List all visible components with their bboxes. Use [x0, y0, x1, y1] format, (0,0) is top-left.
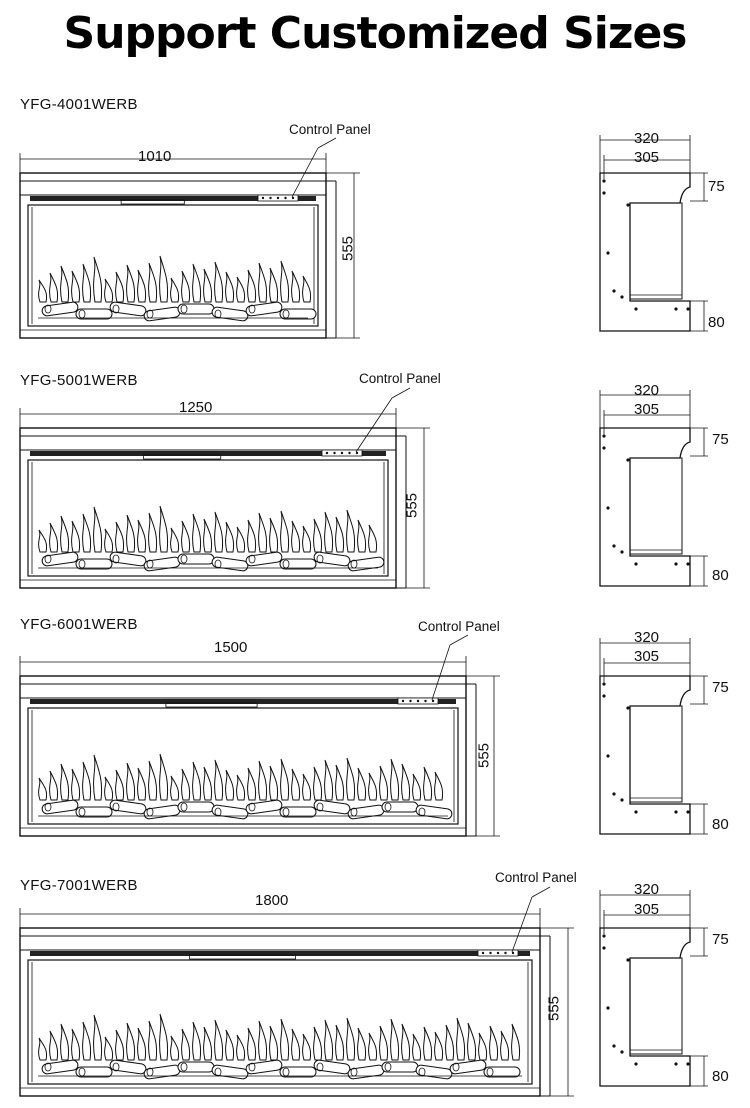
flames: [38, 753, 444, 801]
depth-inner-dimension: 305: [634, 401, 660, 418]
outer-frame: [19, 927, 541, 1097]
model-name: YFG-7001WERB: [20, 877, 138, 894]
depth-outer-dimension: 320: [634, 881, 660, 898]
light-bar: [120, 199, 185, 205]
front-view-3: [19, 634, 500, 837]
outer-frame: [19, 172, 327, 339]
depth-inner-dimension: 305: [634, 901, 660, 918]
top-trim: [19, 180, 327, 196]
model-name: YFG-6001WERB: [20, 616, 138, 633]
model-section-2: YFG-5001WERB Control Panel 1250 555 320 …: [20, 371, 729, 584]
depth-outer-dimension: 320: [634, 130, 660, 147]
side-firebox: [629, 957, 683, 1055]
light-bar: [189, 954, 297, 960]
outer-frame: [19, 675, 467, 837]
side-view-1: [599, 135, 708, 332]
page-title: Support Customized Sizes: [63, 8, 688, 59]
control-panel-label: Control Panel: [418, 619, 500, 634]
light-bar: [143, 454, 222, 460]
control-panel-label: Control Panel: [495, 870, 577, 885]
control-panel-label: Control Panel: [359, 371, 441, 386]
bottom-height-dimension: 80: [712, 816, 729, 833]
width-dimension: 1250: [179, 399, 213, 416]
top-height-dimension: 75: [712, 431, 729, 448]
flames: [38, 255, 312, 303]
logs: [41, 1059, 521, 1080]
side-body: [599, 675, 691, 835]
bottom-height-dimension: 80: [712, 567, 729, 584]
firebox-glass: [27, 959, 533, 1085]
side-firebox: [629, 202, 683, 300]
outer-frame: [19, 427, 397, 589]
front-view-2: [19, 387, 430, 589]
firebox-glass: [27, 204, 319, 327]
logs: [41, 799, 453, 820]
model-section-1: YFG-4001WERB Control Panel 1010 555 320 …: [0, 0, 750, 360]
model-section-3: YFG-6001WERB Control Panel 1500 555 320 …: [20, 616, 729, 833]
width-dimension: 1800: [255, 892, 289, 909]
firebox-glass: [27, 459, 389, 577]
control-panel-label: Control Panel: [289, 122, 371, 137]
vent-strip: [30, 699, 456, 704]
side-firebox: [629, 705, 683, 803]
vent-strip: [30, 196, 316, 201]
depth-inner-dimension: 305: [634, 149, 660, 166]
flames: [38, 505, 378, 553]
side-firebox: [629, 457, 683, 555]
side-view-2: [599, 390, 708, 587]
side-body: [599, 172, 691, 332]
logs: [41, 301, 317, 322]
side-view-3: [599, 638, 708, 835]
front-view-4: [19, 886, 574, 1097]
side-body: [599, 427, 691, 587]
model-name: YFG-4001WERB: [20, 96, 138, 113]
bottom-height-dimension: 80: [712, 1068, 729, 1085]
width-dimension: 1010: [138, 148, 172, 165]
width-dimension: 1500: [214, 639, 248, 656]
top-trim: [19, 935, 541, 951]
logs: [41, 551, 385, 572]
flames: [38, 1013, 521, 1061]
vent-strip: [30, 951, 530, 956]
depth-outer-dimension: 320: [634, 629, 660, 646]
side-view-4: [599, 890, 708, 1087]
light-bar: [165, 702, 258, 708]
top-height-dimension: 75: [712, 679, 729, 696]
model-name: YFG-5001WERB: [20, 372, 138, 389]
firebox-glass: [27, 707, 459, 825]
vent-strip: [30, 451, 386, 456]
depth-inner-dimension: 305: [634, 648, 660, 665]
top-height-dimension: 75: [708, 178, 725, 195]
top-trim: [19, 683, 467, 699]
bottom-height-dimension: 80: [708, 314, 725, 331]
top-trim: [19, 435, 397, 451]
side-body: [599, 927, 691, 1087]
top-height-dimension: 75: [712, 931, 729, 948]
front-view-1: [19, 137, 360, 339]
